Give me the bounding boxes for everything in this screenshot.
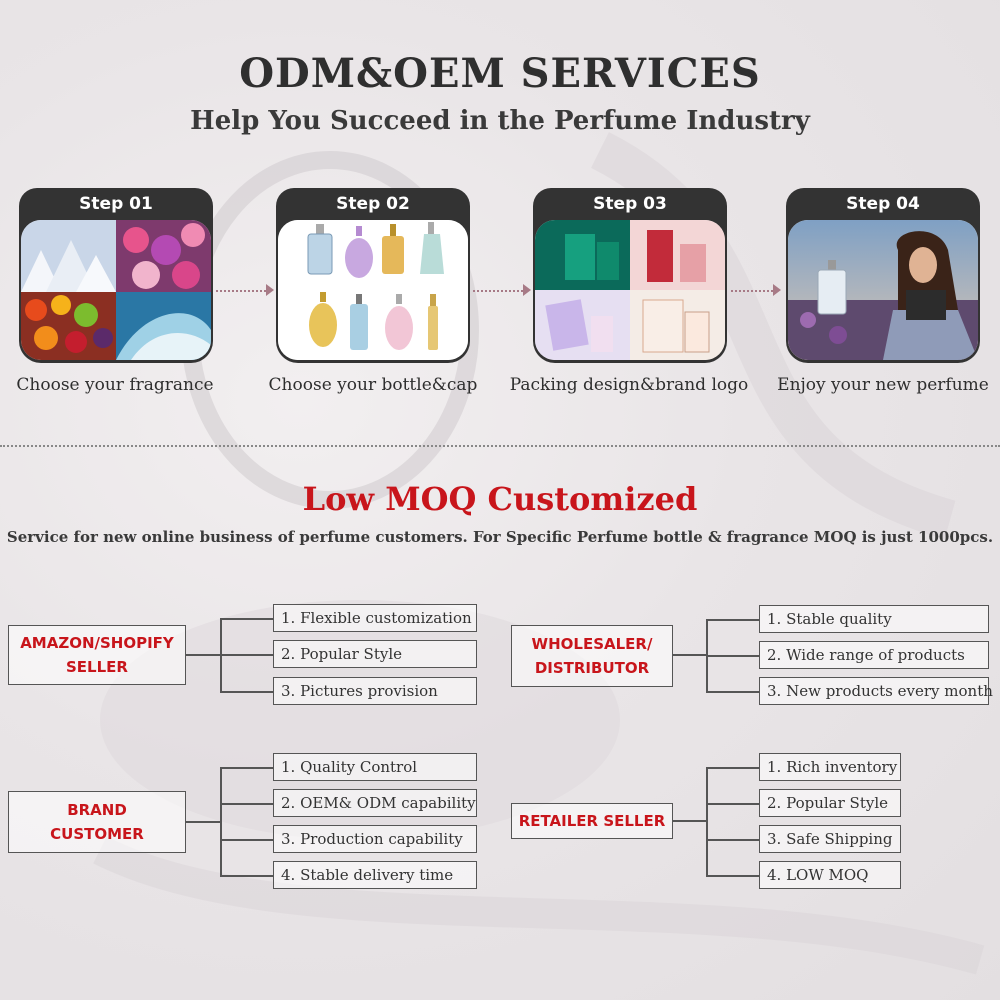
connector-line: [706, 839, 760, 841]
feature-item: 1. Rich inventory: [759, 753, 901, 781]
arrow-head-icon: [523, 284, 531, 296]
connector-line: [220, 691, 274, 693]
moq-subtitle: Service for new online business of perfu…: [6, 528, 994, 546]
feature-item: 3. Pictures provision: [273, 677, 477, 705]
step-card-02: Step 02: [276, 188, 470, 363]
step-card-04: Step 04: [786, 188, 980, 363]
connector-line: [672, 654, 706, 656]
connector-line: [706, 875, 760, 877]
step-caption-03: Packing design&brand logo: [509, 375, 749, 395]
feature-item: 1. Stable quality: [759, 605, 989, 633]
connector-line: [220, 767, 274, 769]
connector-line: [706, 767, 708, 876]
customer-amazon-shopify: AMAZON/SHOPIFY SELLER: [8, 625, 186, 685]
packaging-design-image: [535, 220, 725, 360]
feature-item: 3. Production capability: [273, 825, 477, 853]
feature-item: 4. LOW MOQ: [759, 861, 901, 889]
arrow-right-icon: [473, 290, 523, 294]
step-card-01: Step 01: [19, 188, 213, 363]
page-title: ODM&OEM SERVICES: [239, 50, 761, 97]
feature-item: 3. Safe Shipping: [759, 825, 901, 853]
connector-line: [706, 691, 760, 693]
customer-label: AMAZON/SHOPIFY SELLER: [20, 634, 174, 676]
connector-line: [672, 820, 706, 822]
connector-line: [706, 619, 760, 621]
connector-line: [706, 803, 760, 805]
step-label: Step 01: [79, 194, 153, 214]
connector-line: [220, 654, 274, 656]
arrow-right-icon: [731, 290, 773, 294]
feature-item: 1. Flexible customization: [273, 604, 477, 632]
woman-with-perfume-image: [788, 220, 978, 360]
arrow-head-icon: [773, 284, 781, 296]
connector-line: [220, 803, 274, 805]
step-label: Step 02: [336, 194, 410, 214]
connector-line: [220, 839, 274, 841]
arrow-right-icon: [216, 290, 266, 294]
customer-wholesaler-distributor: WHOLESALER/ DISTRIBUTOR: [511, 625, 673, 687]
customer-label: WHOLESALER/ DISTRIBUTOR: [531, 635, 653, 677]
feature-item: 2. Wide range of products: [759, 641, 989, 669]
customer-brand: BRAND CUSTOMER: [8, 791, 186, 853]
arrow-head-icon: [266, 284, 274, 296]
feature-item: 2. Popular Style: [759, 789, 901, 817]
step-caption-01: Choose your fragrance: [16, 375, 214, 395]
fragrance-collage-image: [21, 220, 211, 360]
step-card-03: Step 03: [533, 188, 727, 363]
customer-label: RETAILER SELLER: [518, 812, 666, 830]
feature-item: 2. Popular Style: [273, 640, 477, 668]
step-caption-02: Choose your bottle&cap: [268, 375, 478, 395]
connector-line: [706, 767, 760, 769]
connector-line: [185, 821, 220, 823]
moq-title: Low MOQ Customized: [302, 480, 698, 518]
page-subtitle: Help You Succeed in the Perfume Industry: [190, 106, 810, 136]
connector-line: [220, 618, 274, 620]
section-divider: [0, 445, 1000, 447]
perfume-bottles-image: [278, 220, 468, 360]
customer-retailer: RETAILER SELLER: [511, 803, 673, 839]
step-label: Step 03: [593, 194, 667, 214]
feature-item: 4. Stable delivery time: [273, 861, 477, 889]
connector-line: [706, 655, 760, 657]
step-caption-04: Enjoy your new perfume: [777, 375, 989, 395]
connector-line: [185, 654, 220, 656]
feature-item: 1. Quality Control: [273, 753, 477, 781]
customer-label: BRAND CUSTOMER: [50, 801, 144, 843]
feature-item: 2. OEM& ODM capability: [273, 789, 477, 817]
step-label: Step 04: [846, 194, 920, 214]
connector-line: [220, 875, 274, 877]
feature-item: 3. New products every month: [759, 677, 993, 705]
connector-line: [220, 767, 222, 876]
